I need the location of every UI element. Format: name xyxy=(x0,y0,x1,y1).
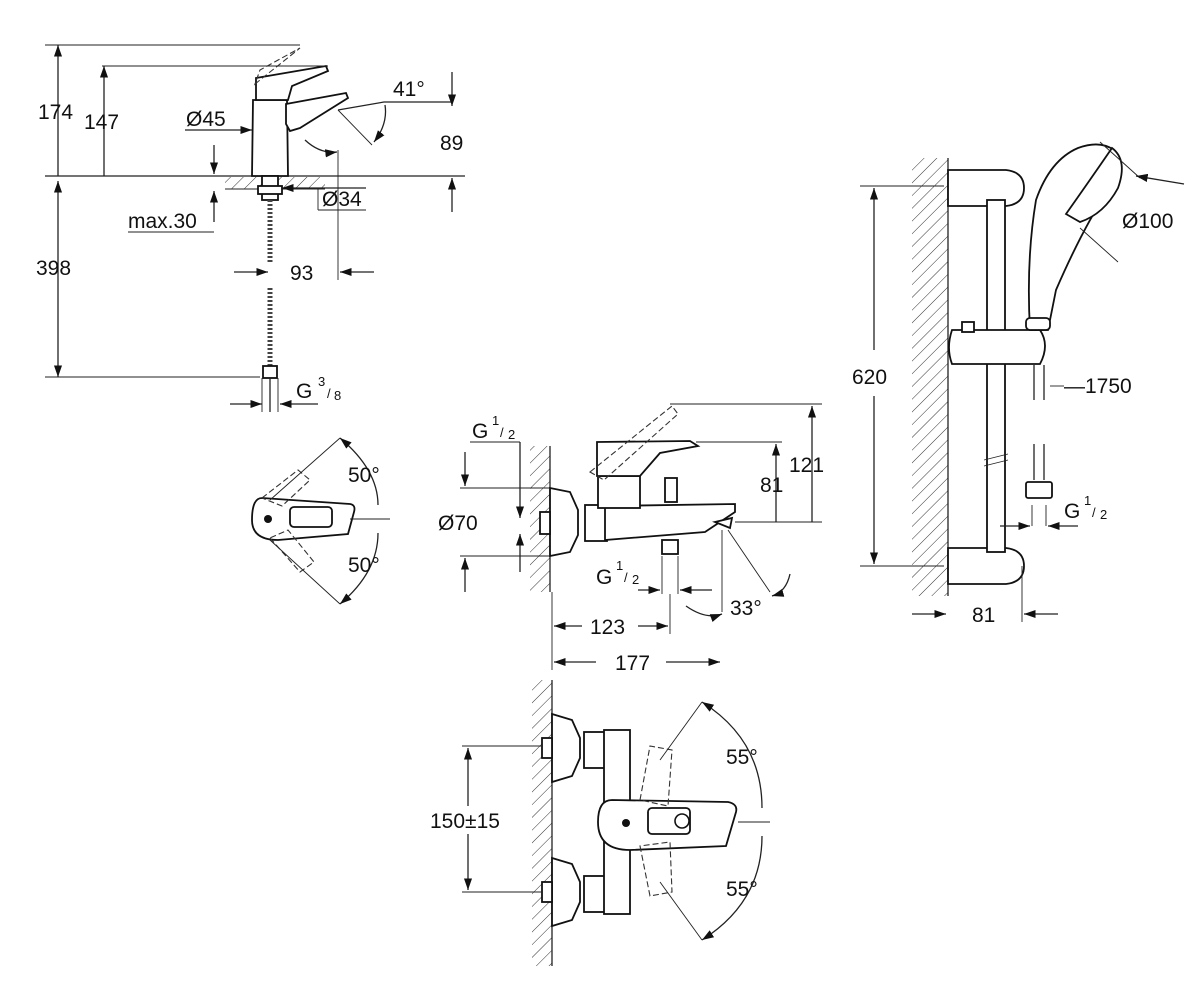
bath-outlet-numerator: 1 xyxy=(616,558,623,573)
basin-mixer-spout-icon xyxy=(285,91,350,133)
bath-outlet-reach-label: 123 xyxy=(590,616,625,639)
basin-body-diameter-label: Ø45 xyxy=(186,108,226,131)
basin-angle-up-label: 50° xyxy=(348,464,380,487)
shower-connection-denominator: 2 xyxy=(1100,507,1107,522)
basin-spout-projection-label: 93 xyxy=(290,262,313,285)
bath-mixer-lever-icon xyxy=(596,440,701,477)
bath-angle-up-label: 55° xyxy=(726,746,758,769)
bath-top-wall-hatch xyxy=(532,680,552,966)
bath-connection-slash: / xyxy=(500,425,504,440)
basin-connection-denominator: 8 xyxy=(334,388,341,403)
shower-wall-hatch xyxy=(912,158,948,596)
shower-wall-distance-label: 81 xyxy=(972,604,995,627)
basin-mixer-body-icon xyxy=(251,99,289,177)
shower-diameter-label: Ø100 xyxy=(1122,210,1173,233)
shower-rail-set: 620 Ø100 —1750 G 1 / 2 81 xyxy=(852,141,1185,627)
bath-escutcheon-diameter-label: Ø70 xyxy=(438,512,478,535)
basin-connection-numerator: 3 xyxy=(318,374,325,389)
basin-spout-reach-label: 89 xyxy=(440,132,463,155)
basin-mixer-top-view: 50° 50° xyxy=(251,437,390,605)
basin-lever-angle-label: 41° xyxy=(393,78,425,101)
bath-connection-numerator: 1 xyxy=(492,413,499,428)
bath-centres-label: 150±15 xyxy=(430,810,500,833)
bath-spout-angle-label: 33° xyxy=(730,597,762,620)
shower-rail-icon xyxy=(986,199,1006,553)
bath-mixer-top-view: 55° 55° 150±15 xyxy=(430,680,770,966)
basin-connection-slash: / xyxy=(327,386,331,401)
basin-max-thickness-label: max.30 xyxy=(128,210,197,233)
basin-mixer-side-view: 174 147 398 Ø45 41° 89 Ø34 max.30 xyxy=(36,44,465,412)
shower-connection-slash: / xyxy=(1092,505,1096,520)
basin-connection-label: G xyxy=(296,380,312,403)
bath-outlet-denominator: 2 xyxy=(632,572,639,587)
bath-spout-reach-label: 177 xyxy=(615,652,650,675)
basin-hose-length-label: 398 xyxy=(36,257,71,280)
basin-angle-down-label: 50° xyxy=(348,554,380,577)
basin-spout-height-label: 147 xyxy=(84,111,119,134)
basin-mixer-lever-icon xyxy=(255,64,330,101)
basin-total-height-label: 174 xyxy=(38,101,73,124)
shower-rail-length-label: 620 xyxy=(852,366,887,389)
shower-connection-numerator: 1 xyxy=(1084,493,1091,508)
bath-lever-height-label: 81 xyxy=(760,474,783,497)
shower-connection-label: G xyxy=(1064,500,1080,523)
bath-connection-label: G xyxy=(472,420,488,443)
bath-connection-denominator: 2 xyxy=(508,427,515,442)
bath-mixer-side-view: G 1 / 2 Ø70 121 81 G 1 / 2 33° xyxy=(438,403,824,675)
bath-outlet-label: G xyxy=(596,566,612,589)
bath-angle-down-label: 55° xyxy=(726,878,758,901)
shower-hose-length-label: —1750 xyxy=(1064,375,1132,398)
bath-total-height-label: 121 xyxy=(789,454,824,477)
bath-outlet-slash: / xyxy=(624,570,628,585)
basin-hole-diameter-label: Ø34 xyxy=(322,188,362,211)
